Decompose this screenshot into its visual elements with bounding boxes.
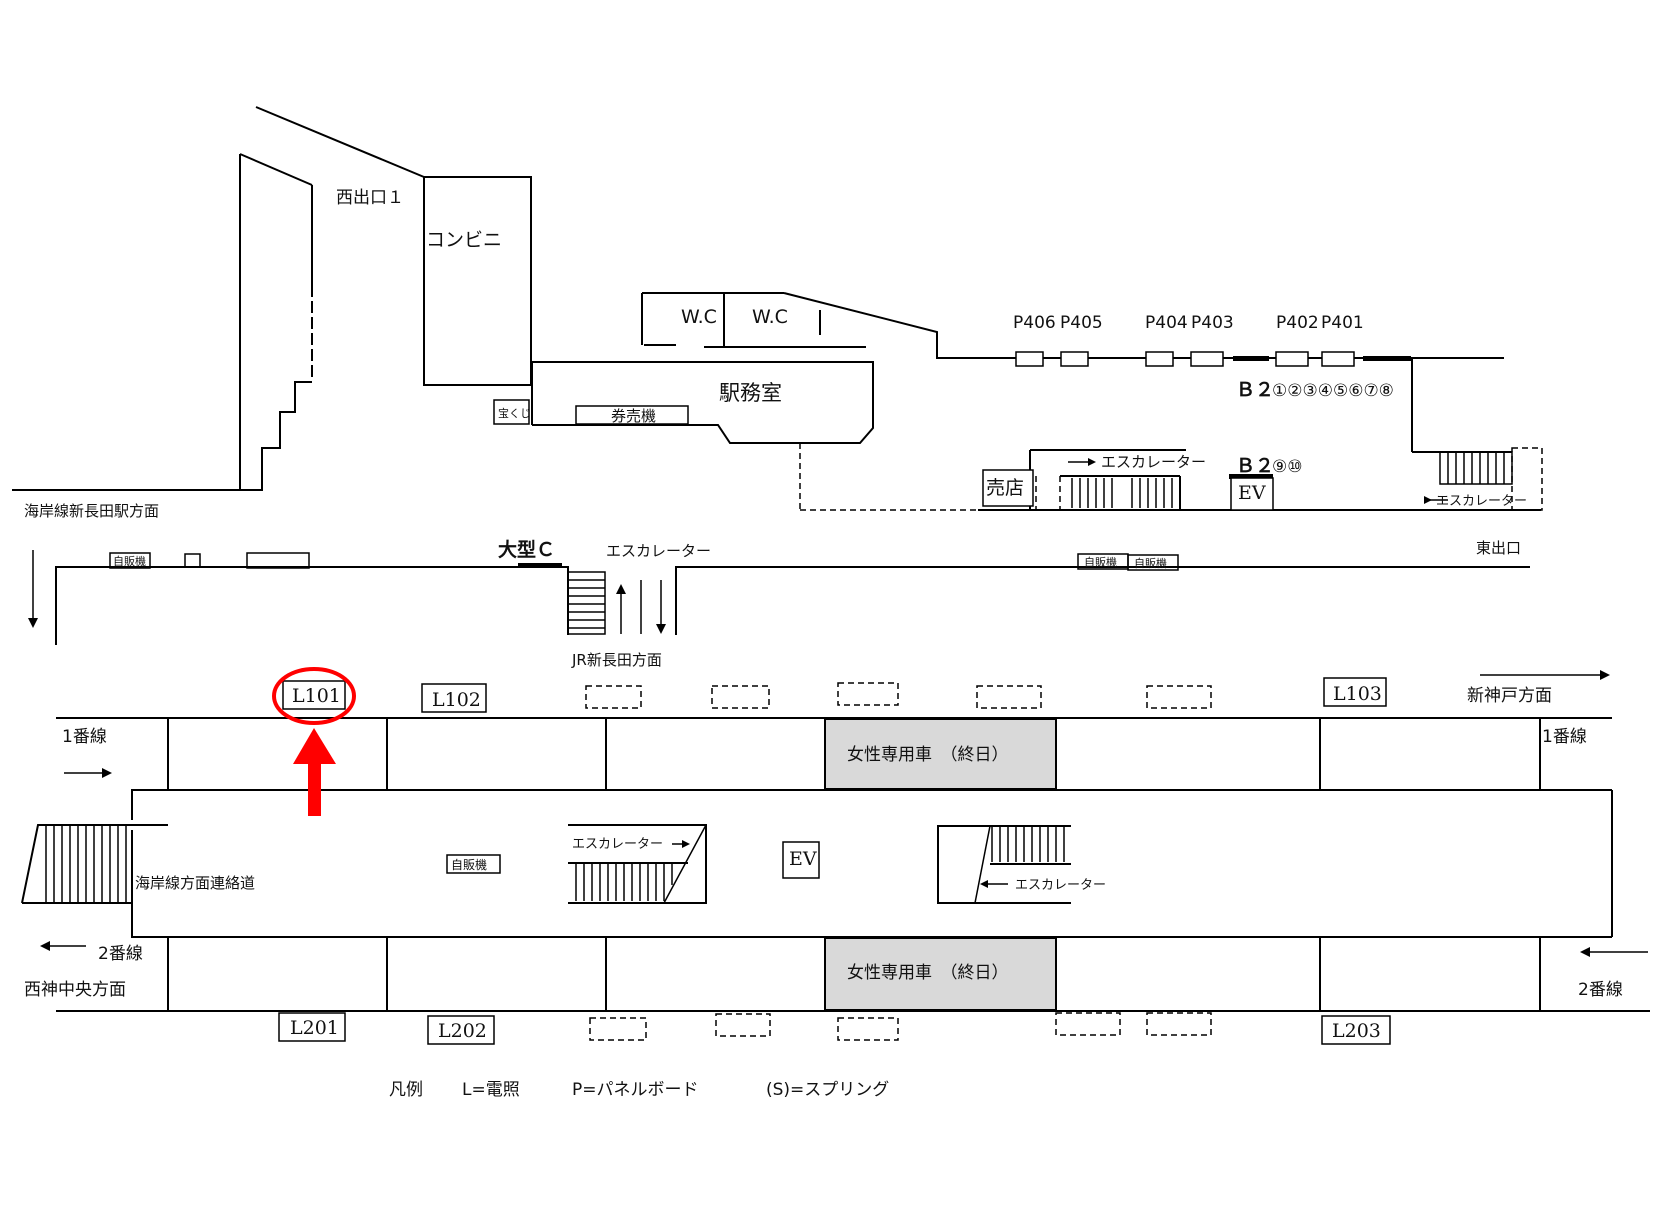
west-exit-label: 西出口１	[336, 188, 404, 208]
vending-platform-box	[446, 854, 501, 874]
panel-p401	[1321, 351, 1355, 367]
panel-label-p402: P402	[1276, 313, 1319, 333]
women-car-top-area	[824, 718, 1057, 790]
station-office-label: 駅務室	[719, 381, 782, 405]
platform-escalator-1-graphic	[568, 824, 707, 904]
ticket-machine-label: 券売機	[611, 407, 656, 425]
kaigan-direction-label: 海岸線新長田駅方面	[24, 502, 159, 520]
light-l203	[1321, 1015, 1391, 1045]
light-label-l101: L101	[292, 685, 341, 707]
vending-platform-label: 自販機	[451, 857, 487, 872]
jr-direction-label: JR新長田方面	[571, 651, 662, 669]
women-car-bottom-area	[824, 937, 1057, 1011]
women-car-top-label: 女性専用車 （終日）	[847, 745, 1009, 765]
track1-left-label: 1番線	[62, 727, 107, 747]
ev-upper-label: EV	[1238, 482, 1266, 504]
target-ellipse	[272, 667, 356, 725]
light-label-l201: L201	[290, 1017, 339, 1039]
target-arrow-head	[293, 728, 336, 764]
ev-platform-box	[782, 841, 820, 879]
target-arrow-shaft	[308, 752, 321, 816]
ev-upper-box	[1230, 477, 1274, 511]
panel-label-p406: P406	[1013, 313, 1056, 333]
panel-p404	[1145, 351, 1174, 367]
escalator-center-label: エスカレーター	[606, 542, 711, 560]
vending-machine-1	[109, 552, 151, 569]
west-stairs-graphic	[21, 824, 168, 904]
platform-escalator-2-graphic	[937, 825, 1071, 904]
vending-machine-3	[1127, 554, 1179, 571]
ticket-machine-box	[575, 405, 689, 425]
corridor-fixtures	[109, 356, 1411, 571]
escalator-center-graphic	[567, 571, 666, 635]
shinkobe-direction-label: 新神戸方面	[1467, 686, 1552, 706]
platform	[56, 717, 1650, 1012]
track2-right-label: 2番線	[1578, 980, 1623, 1000]
track1-right-label: 1番線	[1542, 727, 1587, 747]
panel-boxes	[1015, 351, 1355, 367]
light-l201	[278, 1012, 346, 1042]
large-c-bar	[518, 563, 562, 568]
connecting-passage-label: 海岸線方面連絡道	[135, 874, 255, 892]
b2-top-circuits: ①②③④⑤⑥⑦⑧	[1272, 381, 1394, 401]
light-label-l102: L102	[432, 689, 481, 711]
east-exit-label: 東出口	[1476, 539, 1521, 557]
convenience-store-label: コンビニ	[426, 229, 502, 251]
b2-top-label: Ｂ２	[1236, 379, 1274, 401]
track2-left-label: 2番線	[98, 944, 143, 964]
panel-label-p403: P403	[1191, 313, 1234, 333]
wc-label-2: W.C	[752, 306, 788, 328]
ev-platform-label: EV	[789, 848, 817, 870]
panel-label-p405: P405	[1060, 313, 1103, 333]
light-label-l202: L202	[438, 1020, 487, 1042]
lottery-label: 宝くじ	[498, 406, 531, 420]
panel-p406	[1015, 351, 1044, 367]
escalator-upper-graphic	[1068, 458, 1274, 511]
wc-label-1: W.C	[681, 306, 717, 328]
kiosk-label: 売店	[986, 477, 1024, 499]
panel-p402	[1275, 351, 1309, 367]
legend-light: L=電照	[462, 1080, 520, 1100]
panel-p403	[1190, 351, 1224, 367]
light-l103	[1323, 677, 1387, 707]
direction-arrows	[28, 550, 1648, 957]
nishishin-direction-label: 西神中央方面	[24, 980, 126, 1000]
target-highlight	[272, 667, 356, 816]
escalator-east-graphic	[1424, 451, 1513, 504]
kiosk-box	[982, 469, 1034, 507]
light-label-l103: L103	[1333, 683, 1382, 705]
escalator-east-label: エスカレーター	[1436, 494, 1527, 509]
escalator-platform-1-label: エスカレーター	[572, 837, 663, 852]
legend-title: 凡例	[389, 1080, 423, 1100]
panel-p405	[1060, 351, 1089, 367]
vending-machine-3-label: 自販機	[1134, 556, 1167, 570]
large-c-label: 大型Ｃ	[498, 538, 555, 561]
escalator-platform-2-label: エスカレーター	[1015, 878, 1106, 893]
b2-bottom-label: Ｂ２	[1236, 455, 1274, 477]
vending-machine-1-label: 自販機	[113, 554, 146, 568]
light-l101	[282, 680, 346, 710]
lottery-booth	[493, 399, 530, 425]
light-boxes	[278, 677, 1391, 1045]
b2-bottom-circuits: ⑨⑩	[1272, 457, 1302, 477]
legend-spring: (S)=スプリング	[766, 1080, 889, 1100]
escalator-upper-label: エスカレーター	[1101, 453, 1206, 471]
women-car-bottom-label: 女性専用車 （終日）	[847, 963, 1009, 983]
vending-machine-2-label: 自販機	[1084, 555, 1117, 569]
panel-label-p401: P401	[1321, 313, 1364, 333]
light-l202	[427, 1015, 495, 1045]
light-label-l203: L203	[1332, 1020, 1381, 1042]
light-l102	[421, 683, 487, 713]
legend-panel: P=パネルボード	[572, 1080, 699, 1100]
concourse-walls	[12, 106, 1543, 645]
panel-label-p404: P404	[1145, 313, 1188, 333]
